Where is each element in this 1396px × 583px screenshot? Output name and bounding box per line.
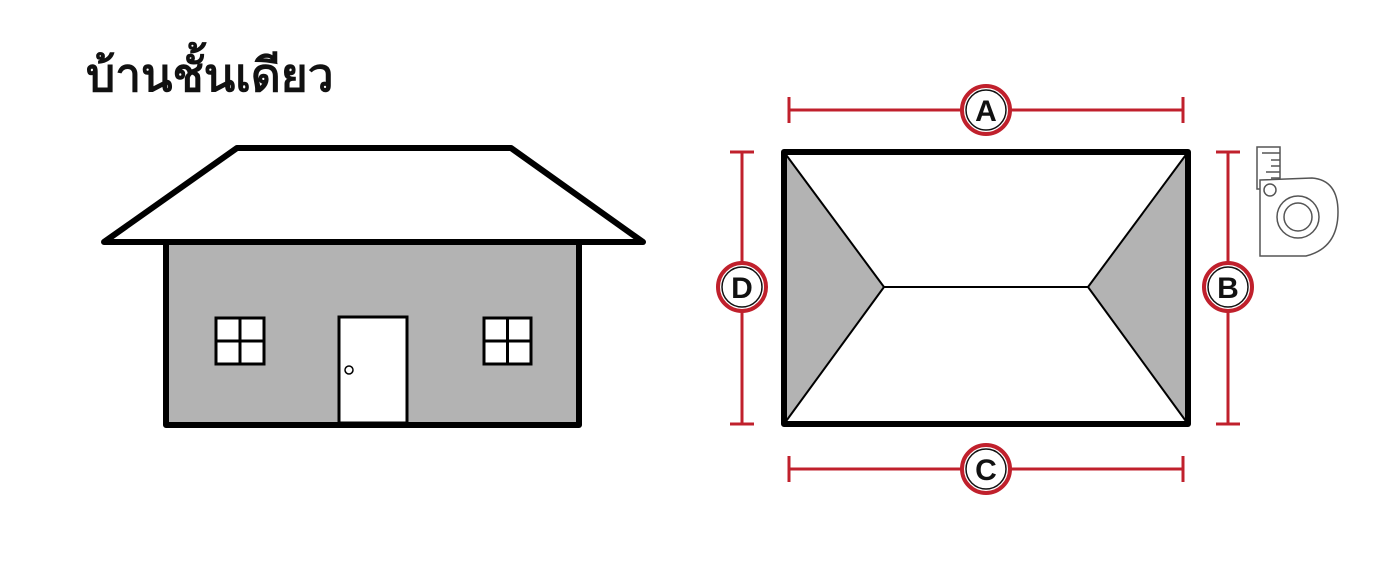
tape-measure-icon — [1256, 146, 1339, 257]
dimension-label-d: D — [731, 272, 753, 305]
dimension-label-a: A — [975, 95, 997, 128]
dimension-badge-b: B — [1202, 261, 1254, 313]
dimension-badge-d: D — [716, 261, 768, 313]
dimension-badge-c: C — [960, 443, 1012, 495]
house-front-view — [101, 145, 646, 428]
door-knob — [344, 365, 354, 375]
window-right — [482, 316, 533, 366]
roof-plan — [781, 149, 1191, 427]
dimension-label-c: C — [975, 454, 997, 487]
window-left — [214, 316, 266, 366]
hip-right — [1088, 152, 1188, 424]
house-roof — [101, 145, 646, 245]
door — [337, 315, 409, 425]
hip-left — [784, 152, 884, 424]
page-title: บ้านชั้นเดียว — [86, 48, 334, 102]
dimension-label-b: B — [1217, 272, 1239, 305]
dimension-badge-a: A — [960, 84, 1012, 136]
